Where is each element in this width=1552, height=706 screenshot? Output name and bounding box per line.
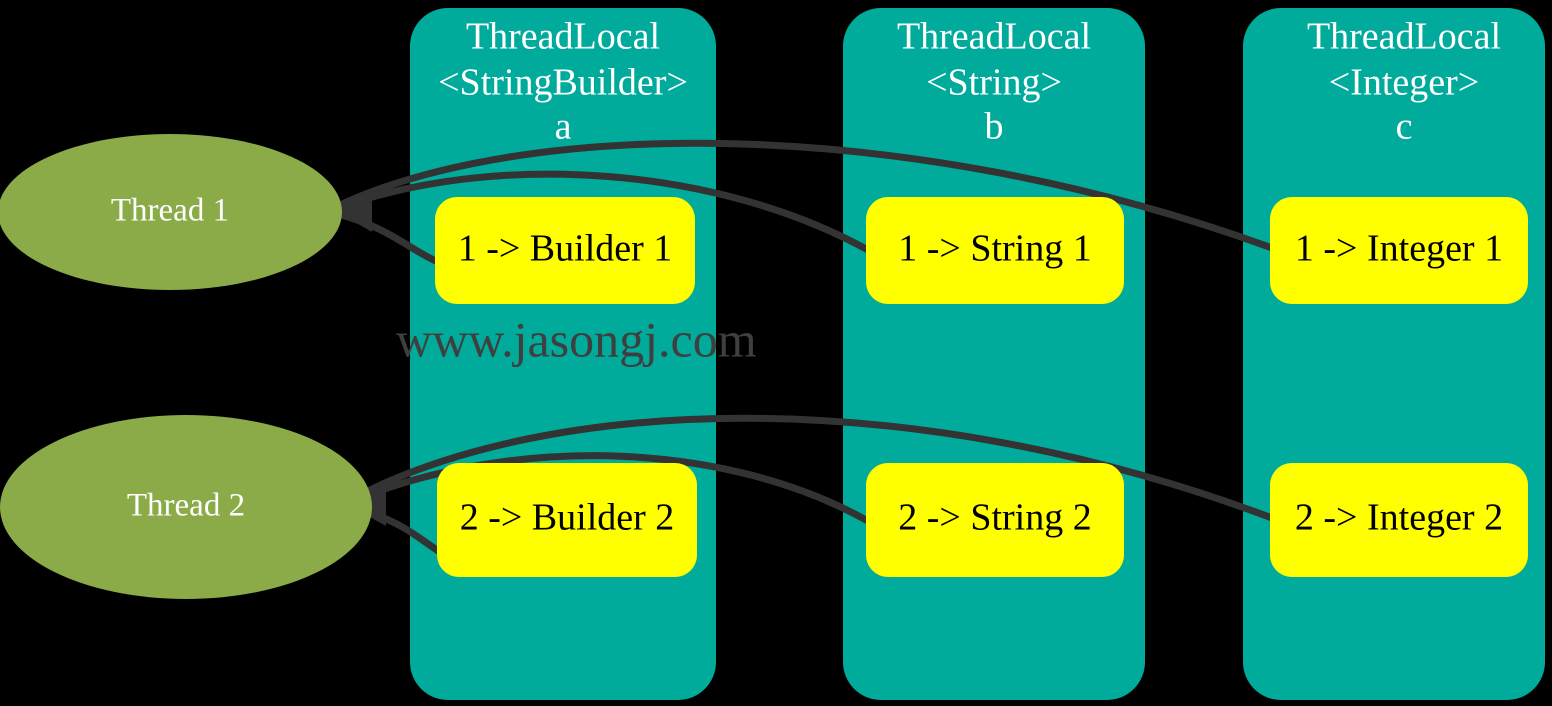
connector-t1-to-c1: [334, 139, 1276, 252]
entry-label-a-1: 1 -> Builder 1: [458, 228, 673, 270]
entry-label-b-1: 1 -> String 1: [898, 228, 1092, 270]
connector-group-thread-1: [334, 139, 1276, 266]
thread-node-1[interactable]: Thread 1: [0, 134, 342, 290]
column-threadlocal-c[interactable]: ThreadLocal <Integer> c: [1243, 8, 1545, 700]
entry-node-a-2[interactable]: 2 -> Builder 2: [437, 463, 697, 577]
thread-ellipse-2: [0, 415, 372, 599]
column-title-b-line3: b: [985, 106, 1004, 148]
thread-label-1: Thread 1: [111, 193, 229, 229]
column-title-a-line3: a: [555, 106, 572, 148]
column-title-c-line3: c: [1396, 106, 1413, 148]
thread-node-2[interactable]: Thread 2: [0, 415, 372, 599]
entry-node-b-2[interactable]: 2 -> String 2: [866, 463, 1124, 577]
entry-node-a-1[interactable]: 1 -> Builder 1: [435, 197, 695, 304]
entry-box-c-1: [1270, 197, 1528, 304]
thread-label-2: Thread 2: [127, 488, 245, 524]
column-panel-c: [1243, 8, 1545, 700]
entry-label-c-2: 2 -> Integer 2: [1295, 497, 1503, 539]
column-threadlocal-b[interactable]: ThreadLocal <String> b: [843, 8, 1145, 700]
entry-box-b-1: [866, 197, 1124, 304]
entry-label-c-1: 1 -> Integer 1: [1295, 228, 1503, 270]
connector-t1-to-b1: [334, 170, 872, 254]
entry-box-b-2: [866, 463, 1124, 577]
entry-label-b-2: 2 -> String 2: [898, 497, 1092, 539]
entry-box-a-1: [435, 197, 695, 304]
column-title-c-line1: ThreadLocal: [1307, 16, 1501, 58]
entry-box-a-2: [437, 463, 697, 577]
column-title-b-line1: ThreadLocal: [897, 16, 1091, 58]
column-title-a-line1: ThreadLocal: [466, 16, 660, 58]
entry-node-b-1[interactable]: 1 -> String 1: [866, 197, 1124, 304]
column-title-c-line2: <Integer>: [1329, 62, 1479, 104]
arrow-head-thread-1: [334, 190, 372, 232]
entry-label-a-2: 2 -> Builder 2: [460, 497, 675, 539]
column-title-b-line2: <String>: [926, 62, 1062, 104]
entry-box-c-2: [1270, 463, 1528, 577]
connector-t2-to-b2: [346, 452, 870, 524]
entry-node-c-2[interactable]: 2 -> Integer 2: [1270, 463, 1528, 577]
column-title-a-line2: <StringBuilder>: [438, 62, 688, 104]
thread-ellipse-1: [0, 134, 342, 290]
entry-node-c-1[interactable]: 1 -> Integer 1: [1270, 197, 1528, 304]
watermark-label: www.jasongj.com: [396, 311, 757, 367]
